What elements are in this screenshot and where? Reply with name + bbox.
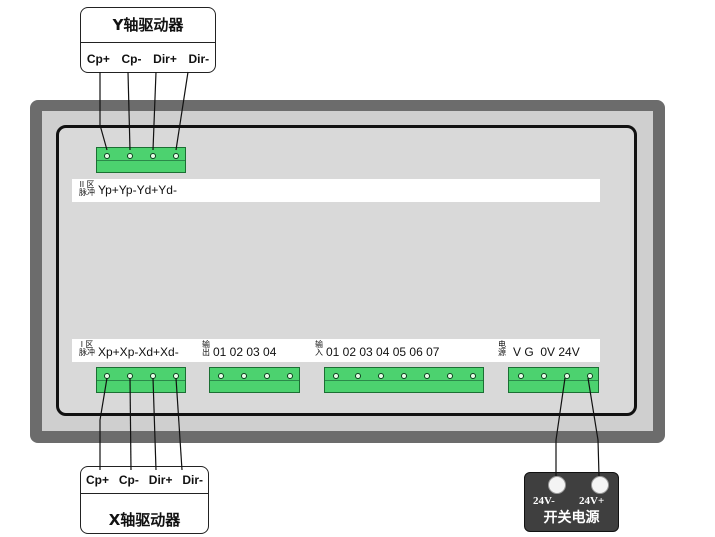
x-pulse-signals: Xp+Xp-Xd+Xd-	[98, 345, 179, 359]
power-pins: V G 0V 24V	[513, 345, 580, 359]
x-zone-roman: I	[80, 340, 83, 349]
y-zone-roman: II	[79, 180, 85, 189]
output-channels: 01 02 03 04	[213, 345, 277, 359]
terminal-screw	[104, 373, 110, 379]
terminal-screw	[173, 373, 179, 379]
x-driver-pins: Cp+ Cp- Dir+ Dir-	[81, 473, 208, 487]
terminal-screw	[518, 373, 524, 379]
input-label-bottom: 入	[315, 348, 323, 357]
terminal-screw	[264, 373, 270, 379]
terminal-screw	[127, 153, 133, 159]
x-driver-divider	[81, 493, 208, 494]
terminal-screw	[241, 373, 247, 379]
output-terminal-block	[209, 367, 300, 393]
x-pulse-terminal-block	[96, 367, 186, 393]
input-label-top: 输	[315, 340, 323, 349]
terminal-screw	[287, 373, 293, 379]
terminal-screw	[333, 373, 339, 379]
x-driver-pin-cp-plus: Cp+	[85, 473, 109, 487]
terminal-ridge	[325, 380, 483, 381]
x-driver-title: X轴驱动器	[108, 511, 181, 529]
y-zone-label: II 区 脉冲	[75, 181, 99, 197]
terminal-ridge	[509, 380, 598, 381]
terminal-screw	[150, 153, 156, 159]
x-zone-zone: 区	[85, 340, 94, 349]
x-zone-pulse: 脉冲	[79, 348, 95, 357]
psu-pos-terminal-icon	[591, 476, 609, 494]
terminal-screw	[378, 373, 384, 379]
bottom-label-strip: I 区 脉冲 Xp+Xp-Xd+Xd- 输 出 01 02 03 04 输 入 …	[72, 339, 600, 362]
x-zone-label: I 区 脉冲	[75, 341, 99, 357]
terminal-screw	[150, 373, 156, 379]
terminal-screw	[470, 373, 476, 379]
x-driver-pin-cp-minus: Cp-	[118, 473, 139, 487]
y-driver-pins: Cp+ Cp- Dir+ Dir-	[81, 52, 215, 66]
y-zone-zone: 区	[86, 180, 95, 189]
terminal-screw	[424, 373, 430, 379]
terminal-screw	[587, 373, 593, 379]
x-driver-pin-dir-plus: Dir+	[148, 473, 173, 487]
input-channels: 01 02 03 04 05 06 07	[326, 345, 440, 359]
y-pulse-label-strip: II 区 脉冲 Yp+Yp-Yd+Yd-	[72, 179, 600, 202]
y-driver-pin-cp-minus: Cp-	[121, 52, 142, 66]
power-label: 电 源	[496, 341, 508, 357]
y-driver-pin-cp-plus: Cp+	[86, 52, 110, 66]
power-terminal-block	[508, 367, 599, 393]
power-label-bottom: 源	[498, 348, 506, 357]
terminal-screw	[355, 373, 361, 379]
output-label-bottom: 出	[202, 348, 210, 357]
switching-power-supply: 24V- 24V+ 开关电源	[524, 472, 619, 532]
psu-title: 开关电源	[543, 510, 600, 526]
terminal-screw	[104, 153, 110, 159]
terminal-ridge	[97, 380, 185, 381]
y-pulse-signals: Yp+Yp-Yd+Yd-	[98, 183, 177, 197]
terminal-screw	[447, 373, 453, 379]
y-pulse-terminal-block	[96, 147, 186, 173]
terminal-screw	[401, 373, 407, 379]
power-label-top: 电	[498, 340, 506, 349]
y-driver-divider	[81, 42, 215, 43]
psu-neg-label: 24V-	[533, 495, 555, 507]
terminal-screw	[218, 373, 224, 379]
x-driver-pin-dir-minus: Dir-	[182, 473, 204, 487]
y-driver-pin-dir-minus: Dir-	[188, 52, 210, 66]
input-label: 输 入	[313, 341, 325, 357]
input-terminal-block	[324, 367, 484, 393]
output-label-top: 输	[202, 340, 210, 349]
y-driver-pin-dir-plus: Dir+	[153, 52, 177, 66]
terminal-ridge	[210, 380, 299, 381]
psu-neg-terminal-icon	[548, 476, 566, 494]
terminal-screw	[541, 373, 547, 379]
psu-pos-label: 24V+	[579, 495, 605, 507]
y-axis-driver-box: Y轴驱动器 Cp+ Cp- Dir+ Dir-	[80, 7, 216, 73]
x-axis-driver-box: Cp+ Cp- Dir+ Dir- X轴驱动器	[80, 466, 209, 534]
terminal-screw	[127, 373, 133, 379]
terminal-ridge	[97, 160, 185, 161]
terminal-screw	[173, 153, 179, 159]
y-zone-pulse: 脉冲	[79, 188, 95, 197]
terminal-screw	[564, 373, 570, 379]
y-driver-title: Y轴驱动器	[112, 16, 184, 34]
output-label: 输 出	[200, 341, 212, 357]
